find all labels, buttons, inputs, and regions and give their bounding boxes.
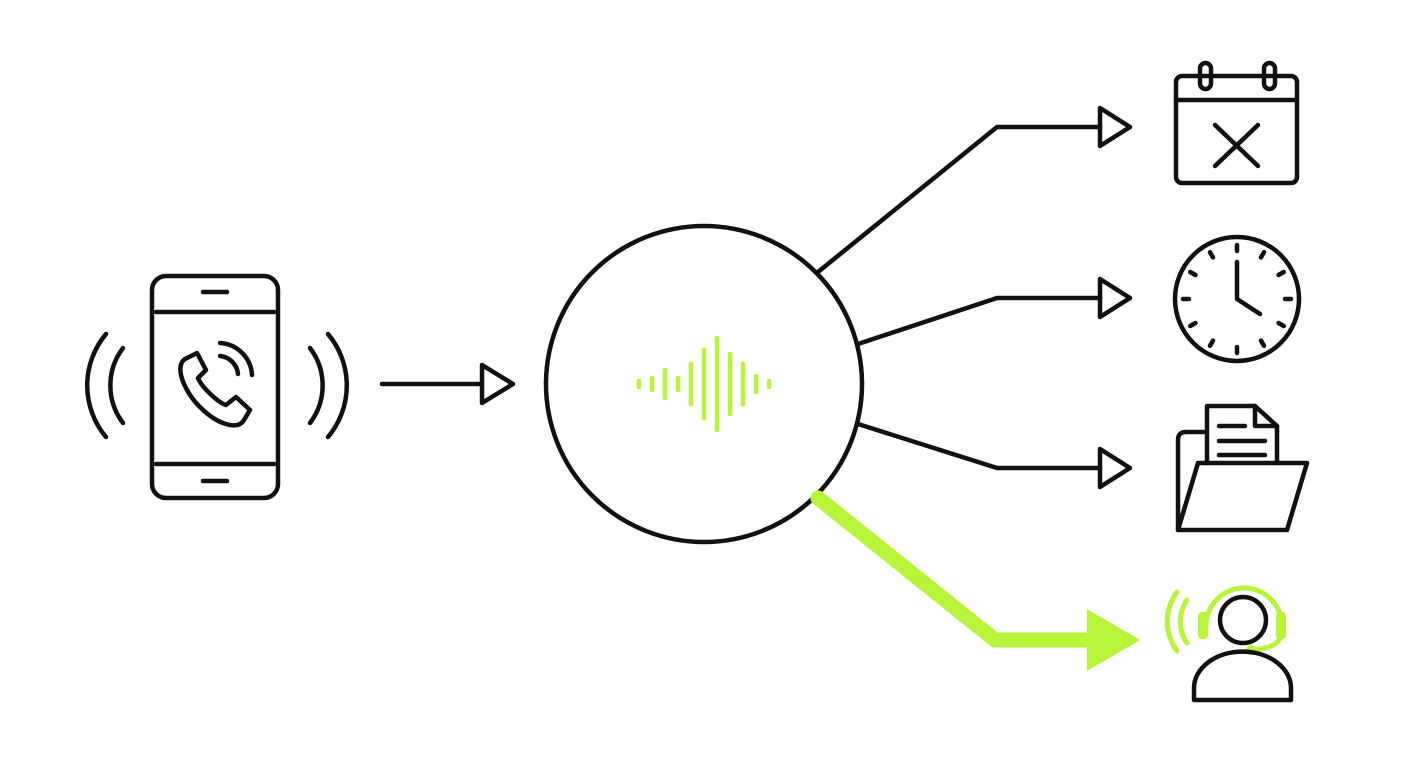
clock-tick: [1187, 269, 1198, 278]
route-arrow-clock: [855, 276, 1133, 347]
route-arrow-agent: [810, 490, 1140, 671]
headset-accent: [1164, 585, 1286, 655]
clock-ticks: [1180, 242, 1294, 356]
support-agent-headset-icon: [1164, 585, 1294, 703]
clock-icon: [1172, 234, 1302, 364]
processor-circle: [543, 223, 865, 545]
sound-waves-right: [307, 331, 350, 440]
clock-tick: [1258, 338, 1267, 349]
voice-processor-node: [543, 223, 865, 545]
clock-tick: [1187, 320, 1198, 329]
clock-tick: [1207, 249, 1216, 260]
clock-tick: [1276, 269, 1287, 278]
route-arrow-calendar: [815, 105, 1133, 275]
input-arrow: [379, 362, 516, 406]
calendar-cancel-icon: [1173, 60, 1300, 186]
route-arrow-folder: [855, 421, 1133, 490]
voice-waveform-icon: [636, 335, 772, 433]
sound-waves-left: [84, 331, 126, 440]
clock-tick: [1258, 249, 1267, 260]
ringing-smartphone-icon: [84, 273, 350, 501]
clock-tick: [1207, 338, 1216, 349]
phone-handset-icon: [178, 340, 255, 428]
clock-tick: [1276, 320, 1287, 329]
phone-body: [149, 273, 281, 501]
document-folder-icon: [1175, 403, 1310, 533]
